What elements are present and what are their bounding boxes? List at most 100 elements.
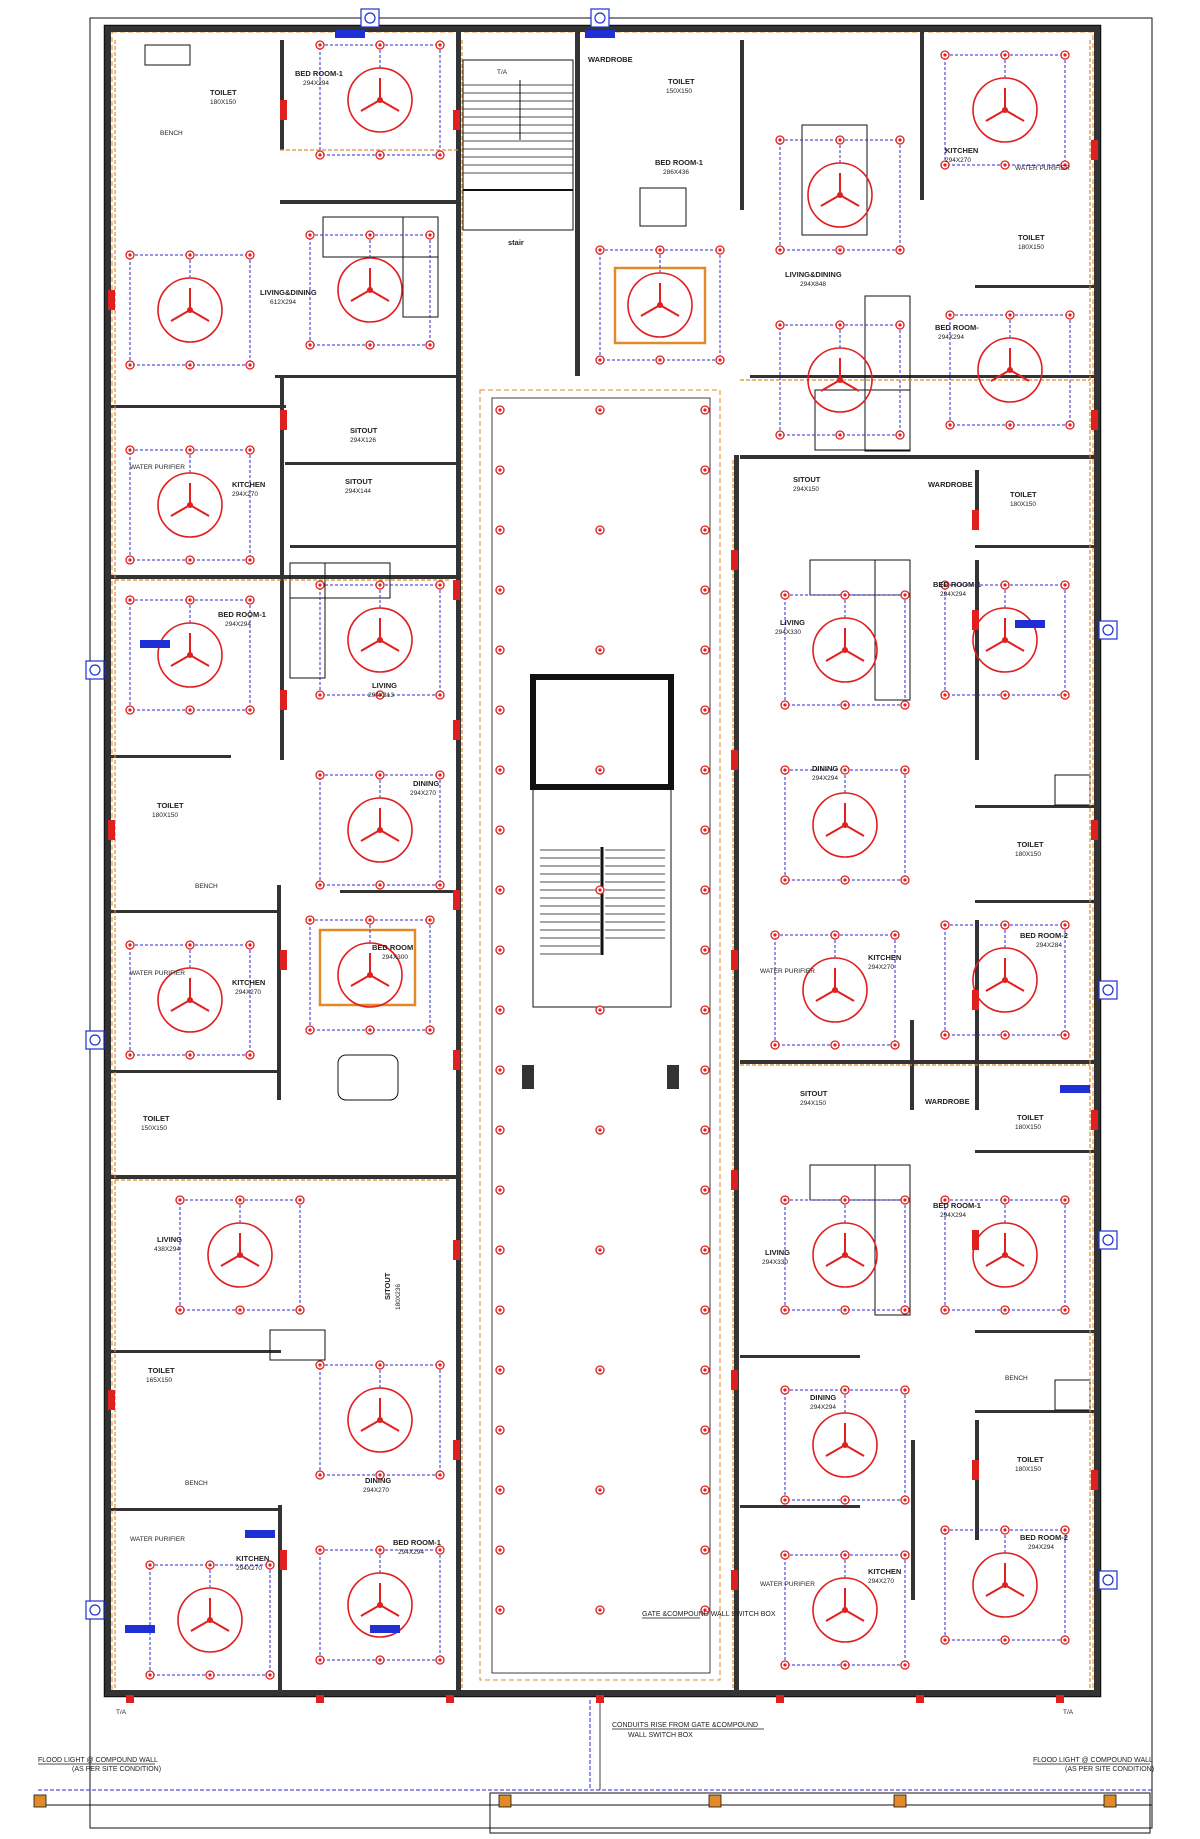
light-point-center <box>598 408 602 412</box>
size-living-b3: 294X330 <box>762 1259 788 1266</box>
switchboard-icon <box>453 110 460 130</box>
ceiling-fan-icon <box>157 277 223 343</box>
fan-hub <box>657 302 663 308</box>
light-point-center <box>598 1608 602 1612</box>
switchboard-icon <box>1091 140 1098 160</box>
size-toilet-b1: 150X150 <box>666 88 692 95</box>
ceiling-fan-icon <box>347 1572 413 1638</box>
light-point-center <box>598 1248 602 1252</box>
light-point-center <box>368 233 372 237</box>
light-point-center <box>903 1498 907 1502</box>
size-bed1-b2: 294X294 <box>940 591 966 598</box>
label-sitout-b3: SITOUT <box>800 1089 828 1098</box>
fan-hub <box>1002 1252 1008 1258</box>
fan-blade <box>839 379 860 392</box>
fan-blade <box>189 999 210 1012</box>
fan-blade <box>1009 369 1030 382</box>
wall-light-icon <box>360 8 380 28</box>
fan-ring <box>812 1577 878 1643</box>
fan-blade <box>1004 639 1025 652</box>
switchboard-icon <box>280 410 287 430</box>
ceiling-fan-icon <box>812 1412 878 1478</box>
light-point-center <box>903 703 907 707</box>
wall-light-icon <box>85 1030 105 1050</box>
light-point-center <box>438 693 442 697</box>
light-point-center <box>498 1188 502 1192</box>
size-bedroom-a2: 294X300 <box>382 954 408 961</box>
ceiling-fan-icon <box>812 1222 878 1288</box>
light-point-center <box>598 888 602 892</box>
switchboard-icon <box>453 580 460 600</box>
fan-blade <box>825 1444 846 1457</box>
light-point-center <box>948 423 952 427</box>
light-point-center <box>1003 163 1007 167</box>
note-conduits-rise: CONDUITS RISE FROM GATE &COMPOUND <box>612 1722 758 1729</box>
light-point-center <box>703 1188 707 1192</box>
size-toilet-b3: 180X150 <box>1010 501 1036 508</box>
label-water-purifier-3: WATER PURIFIER <box>130 1536 185 1543</box>
size-kitchen-b2: 294X270 <box>868 964 894 971</box>
light-point-center <box>843 703 847 707</box>
label-living-dining-a1: LIVING&DINING <box>260 288 317 297</box>
flood-light-icon <box>893 1794 907 1808</box>
light-point-center <box>658 358 662 362</box>
light-point-center <box>783 593 787 597</box>
label-dining-a3: DINING <box>365 1476 391 1485</box>
light-point-center <box>248 708 252 712</box>
fan-ring <box>157 967 223 1033</box>
label-toilet-b6: TOILET <box>1017 1455 1044 1464</box>
light-point-center <box>128 558 132 562</box>
light-point-center <box>1063 53 1067 57</box>
fan-blade <box>825 824 846 837</box>
size-bed1-a1: 294X294 <box>303 80 329 87</box>
light-point-center <box>1068 313 1072 317</box>
size-living-a3: 438X294 <box>154 1246 180 1253</box>
wall-light-icon <box>1098 980 1118 1000</box>
size-dining-a2: 294X270 <box>410 790 436 797</box>
switchboard-icon <box>453 890 460 910</box>
light-point-center <box>783 1663 787 1667</box>
label-water-purifier-6: WATER PURIFIER <box>760 1581 815 1588</box>
size-kitchen-a1: 294X270 <box>232 491 258 498</box>
fan-blade <box>1004 1584 1025 1597</box>
fan-blade <box>839 194 860 207</box>
light-point-center <box>898 433 902 437</box>
label-dining-b3: DINING <box>810 1393 836 1402</box>
fan-hub <box>1002 637 1008 643</box>
light-point-center <box>703 888 707 892</box>
size-bed1-b1: 286X436 <box>663 169 689 176</box>
fan-blade <box>379 829 400 842</box>
distribution-board-icon <box>245 1530 275 1538</box>
label-water-purifier-5: WATER PURIFIER <box>760 968 815 975</box>
distribution-board-icon <box>1015 620 1045 628</box>
light-point-center <box>598 768 602 772</box>
label-ta-right: T/A <box>1063 1709 1074 1716</box>
fan-blade <box>360 1604 381 1617</box>
label-ta-top: T/A <box>497 69 508 76</box>
light-point-center <box>498 1248 502 1252</box>
light-point-center <box>438 773 442 777</box>
label-living-a2: LIVING <box>372 681 397 690</box>
light-point-center <box>248 558 252 562</box>
light-point-center <box>893 1043 897 1047</box>
fan-blade <box>170 309 191 322</box>
light-point-center <box>943 163 947 167</box>
size-sitout-a3: 180X236 <box>395 1284 402 1310</box>
light-point-center <box>498 648 502 652</box>
fan-ring <box>972 607 1038 673</box>
fan-ring <box>972 1222 1038 1288</box>
fan-ring <box>157 277 223 343</box>
fan-ring <box>807 347 873 413</box>
switchboard-icon <box>1091 410 1098 430</box>
light-point-center <box>1063 693 1067 697</box>
walls <box>105 26 1100 1696</box>
light-point-center <box>268 1563 272 1567</box>
label-bed-b2: BED ROOM- <box>935 323 979 332</box>
switchboard-icon <box>453 1240 460 1260</box>
fan-blade <box>985 1254 1006 1267</box>
fan-blade <box>640 304 661 317</box>
wall-light-icon <box>85 660 105 680</box>
ceiling-fan-icon <box>972 77 1038 143</box>
light-point-center <box>783 1553 787 1557</box>
